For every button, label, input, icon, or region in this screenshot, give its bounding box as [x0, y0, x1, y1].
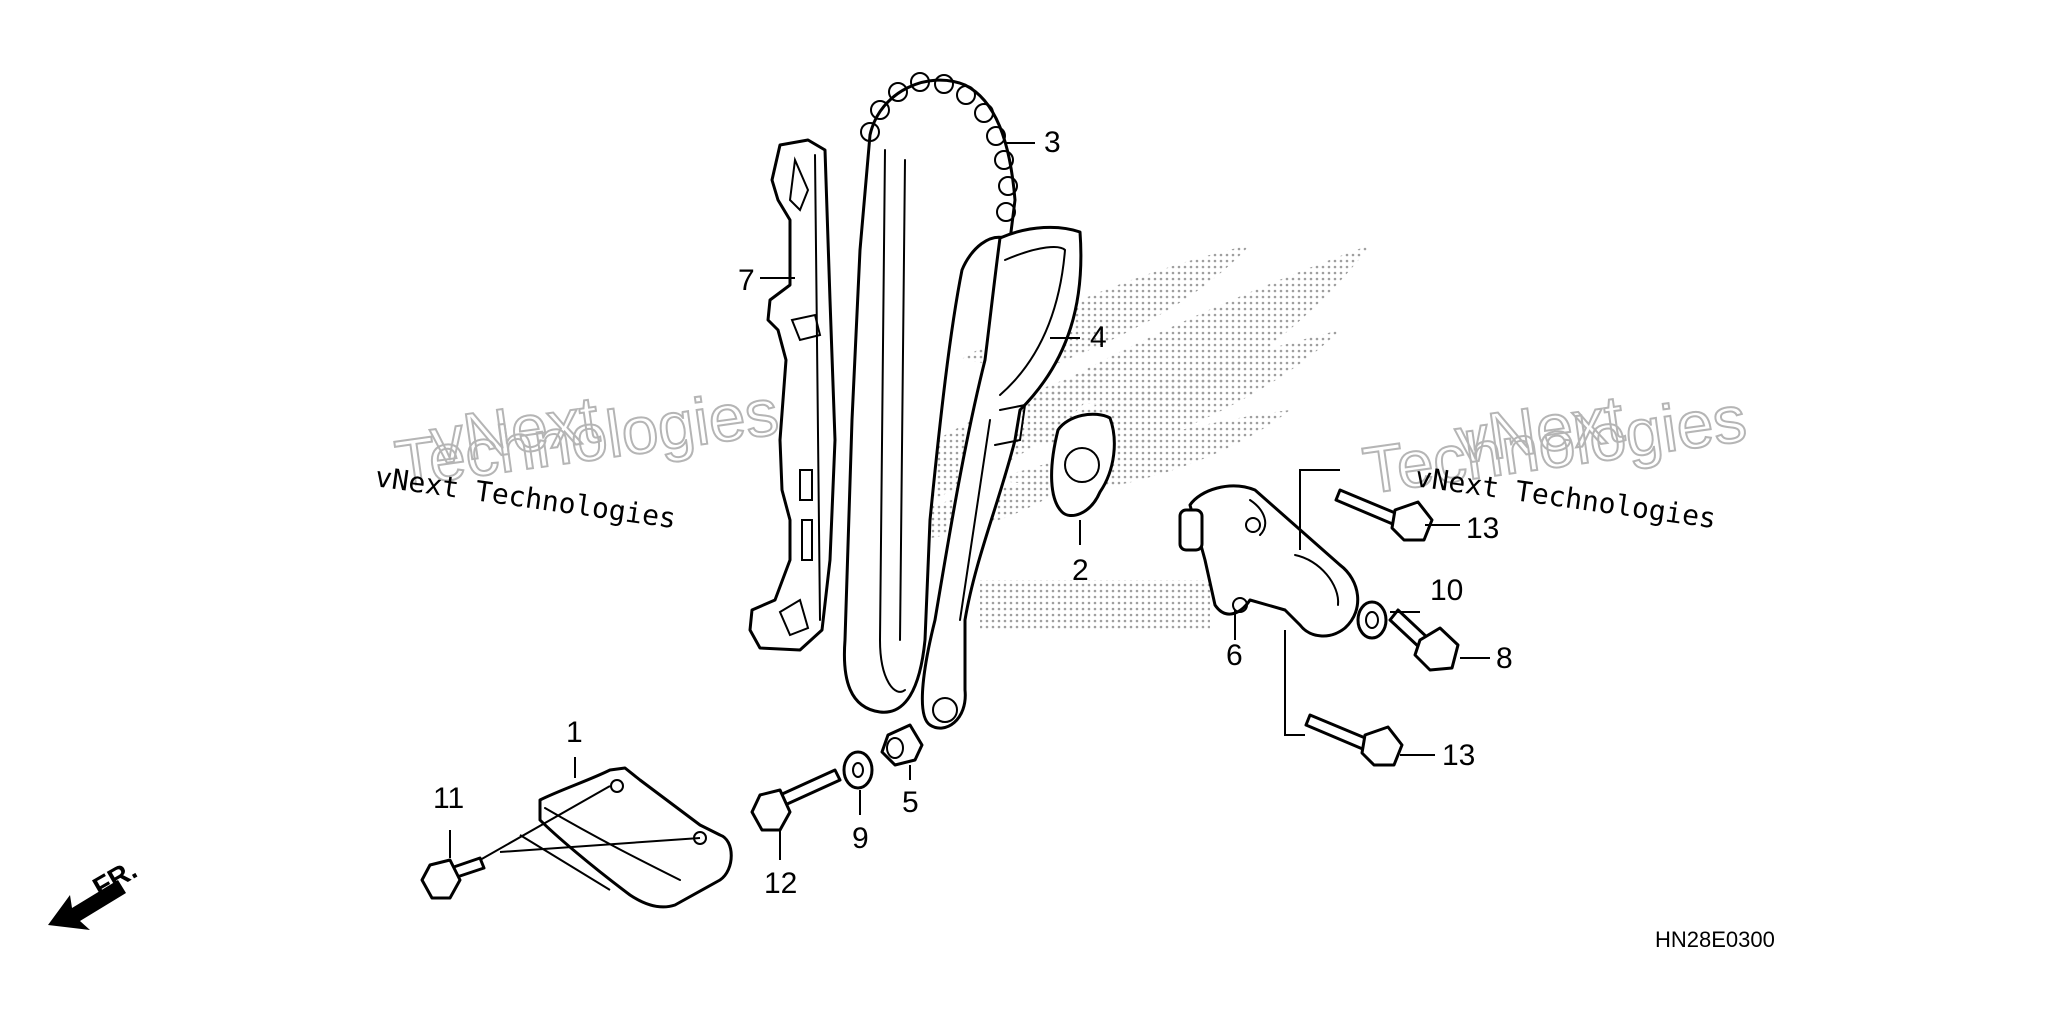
- callout-9: 9: [852, 822, 869, 855]
- callout-7: 7: [738, 264, 755, 297]
- callout-8: 8: [1496, 642, 1513, 675]
- part-5-collar[interactable]: [880, 723, 924, 767]
- callout-13-lower: 13: [1442, 739, 1475, 772]
- front-direction-indicator: FR.: [48, 854, 142, 930]
- leader-lines: [449, 142, 1490, 891]
- callout-10: 10: [1430, 574, 1463, 607]
- part-6-tensioner-lifter[interactable]: [1178, 484, 1360, 638]
- part-9-washer[interactable]: [842, 750, 874, 790]
- chain-links: [860, 72, 1018, 222]
- diagram-code: HN28E0300: [1655, 927, 1775, 952]
- part-13-bolt-lower[interactable]: [1304, 713, 1404, 767]
- callout-2: 2: [1072, 554, 1089, 587]
- part-4-tensioner-arm[interactable]: [920, 225, 1083, 730]
- front-arrow-icon: [48, 880, 126, 930]
- part-7-chain-guide[interactable]: [748, 138, 837, 652]
- callout-6: 6: [1226, 639, 1243, 672]
- callout-13-upper: 13: [1466, 512, 1499, 545]
- part-2-gasket[interactable]: [1050, 412, 1116, 517]
- callout-12: 12: [764, 867, 797, 900]
- callout-11: 11: [433, 782, 464, 815]
- callout-4: 4: [1090, 321, 1107, 354]
- part-11-bolt[interactable]: [420, 856, 486, 900]
- part-8-bolt[interactable]: [1388, 608, 1460, 672]
- callout-3: 3: [1044, 126, 1061, 159]
- callout-5: 5: [902, 786, 919, 819]
- callout-labels: 3 4 7 2 6 8 10 13 13 5 9 12 1 11: [433, 126, 1513, 900]
- part-12-bolt[interactable]: [750, 768, 842, 832]
- part-1-guide-plate[interactable]: [538, 766, 733, 909]
- watermark-left: Technologies vNext vNext Technologies: [373, 373, 784, 535]
- callout-1: 1: [566, 716, 583, 749]
- part-10-washer[interactable]: [1356, 600, 1388, 640]
- part-3-cam-chain[interactable]: [842, 72, 1018, 714]
- part-13-bolt-upper[interactable]: [1334, 488, 1434, 542]
